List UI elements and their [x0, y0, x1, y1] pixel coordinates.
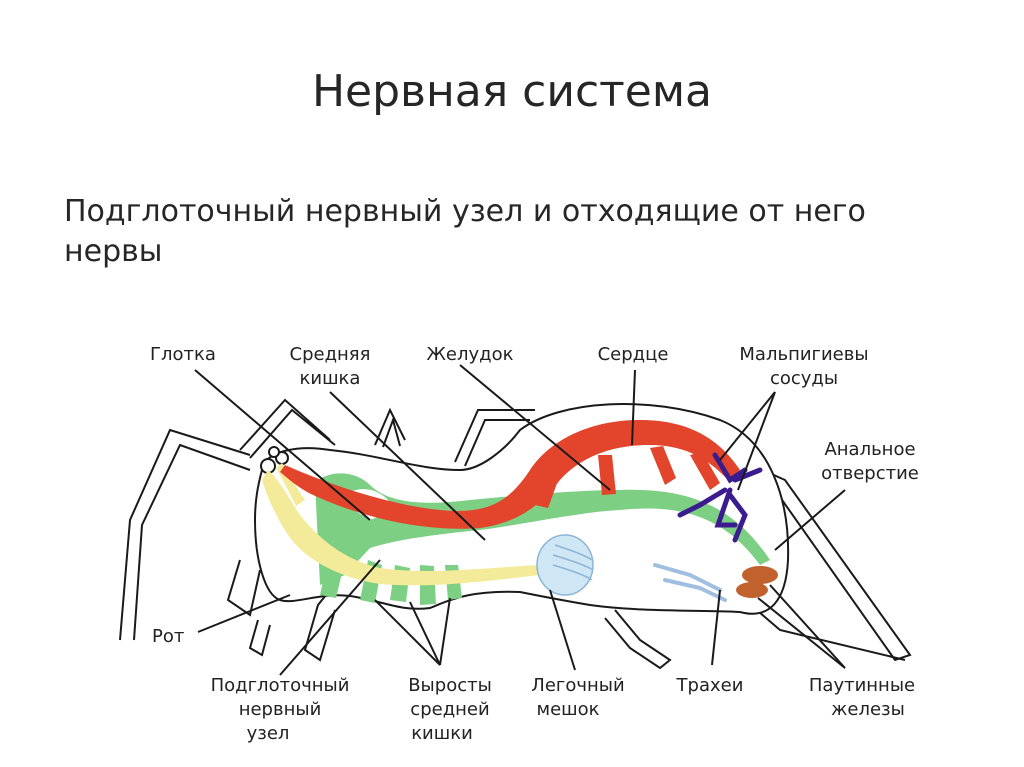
label-glotka: Глотка	[150, 344, 216, 365]
label-pautinnye-2: железы	[831, 699, 905, 720]
label-pautinnye-1: Паутинные	[809, 675, 915, 696]
label-legochny-1: Легочный	[531, 675, 624, 696]
label-srednyaya-kishka-1: Средняя	[290, 344, 371, 365]
label-podglotochny-1: Подглоточный	[211, 675, 350, 696]
label-podglotochny-3: узел	[247, 723, 290, 744]
label-vyrosty-3: кишки	[411, 723, 473, 744]
label-legochny-2: мешок	[536, 699, 599, 720]
label-analnoe-1: Анальное	[824, 439, 915, 460]
label-zheludok: Желудок	[427, 344, 514, 365]
label-srednyaya-kishka-2: кишка	[300, 368, 361, 389]
label-analnoe-2: отверстие	[821, 463, 919, 484]
label-malpigievy-2: сосуды	[770, 368, 838, 389]
label-podglotochny-2: нервный	[239, 699, 322, 720]
lung-book	[537, 535, 593, 595]
label-serdtse: Сердце	[598, 344, 669, 365]
label-vyrosty-2: средней	[410, 699, 489, 720]
label-trahei: Трахеи	[676, 675, 744, 696]
label-malpigievy-1: Мальпигиевы	[739, 344, 868, 365]
label-rot: Рот	[152, 626, 184, 647]
label-vyrosty-1: Выросты	[408, 675, 492, 696]
